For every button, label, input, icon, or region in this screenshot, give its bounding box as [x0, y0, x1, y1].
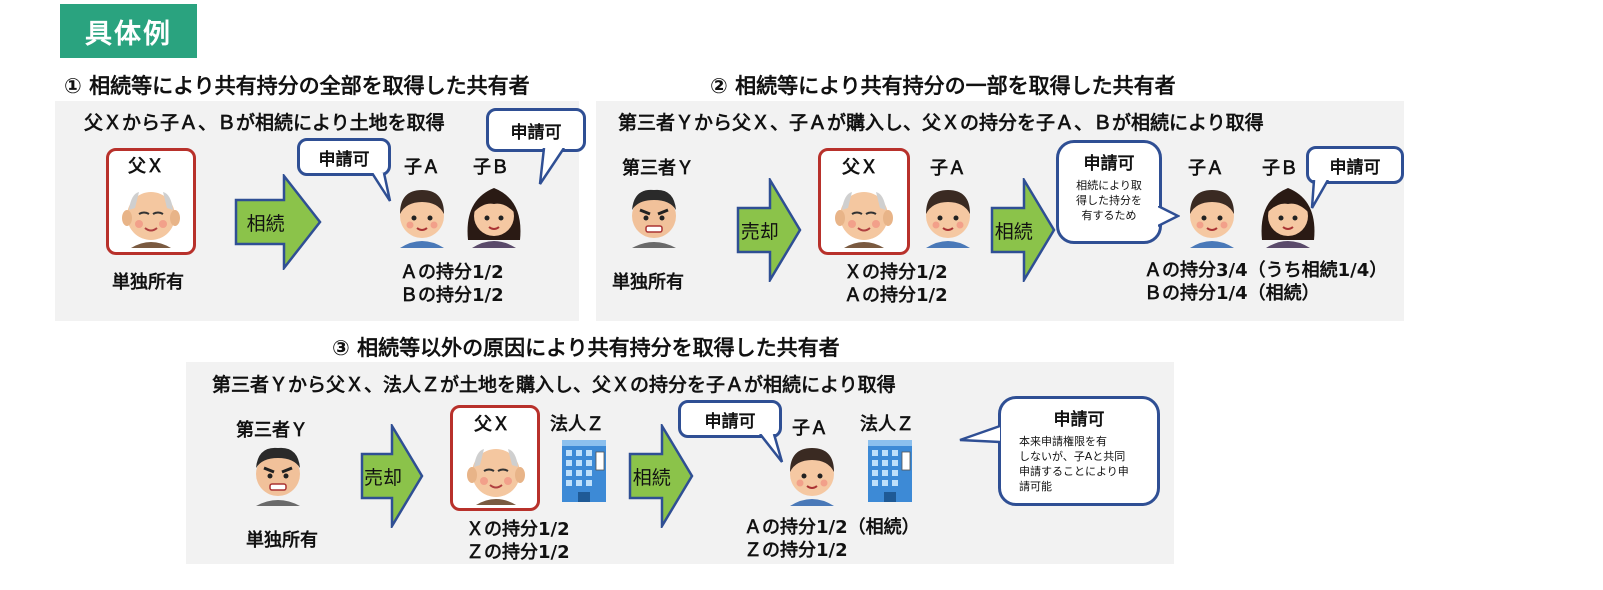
share-a: Ａの持分1/2: [844, 285, 948, 306]
third-party-y-label: 第三者Ｙ: [236, 420, 308, 441]
sale-arrow: 売却: [736, 178, 802, 282]
sole-ownership-note: 単独所有: [112, 272, 184, 293]
child-a-label: 子Ａ: [792, 418, 828, 439]
bubble-tail: [370, 173, 392, 203]
section-2-title: ② 相続等により共有持分の一部を取得した共有者: [710, 74, 1176, 98]
callout-title: 申請可: [1053, 410, 1105, 430]
sale-arrow: 売却: [360, 424, 424, 528]
child-a-label: 子Ａ: [404, 157, 440, 178]
share-a: Ａの持分1/2: [400, 262, 504, 283]
inherit-arrow-label: 相続: [632, 466, 671, 489]
child-a-icon: [1178, 180, 1246, 248]
apply-possible-bubble: 申請可: [486, 108, 586, 152]
share-b: Ｂの持分1/4（相続）: [1144, 283, 1320, 304]
sale-arrow-label: 売却: [740, 220, 779, 243]
old-man-icon: [830, 180, 898, 248]
section-1-title: ① 相続等により共有持分の全部を取得した共有者: [64, 74, 530, 98]
child-a-label: 子Ａ: [930, 158, 966, 179]
man-y-icon: [620, 180, 688, 248]
inherit-arrow: 相続: [628, 424, 694, 528]
share-z: Ｚの持分1/2: [744, 540, 848, 561]
apply-possible-callout: 申請可 相続により取 得した持分を 有するため: [1056, 140, 1162, 244]
share-a: Ａの持分1/2（相続）: [744, 517, 920, 538]
father-x-label: 父Ｘ: [842, 157, 878, 178]
apply-possible-bubble: 申請可: [678, 400, 782, 438]
old-man-icon: [117, 180, 185, 248]
section-header-tag: 具体例: [60, 4, 197, 58]
child-b-label: 子Ｂ: [473, 157, 509, 178]
child-b-label: 子Ｂ: [1262, 158, 1298, 179]
apply-possible-callout: 申請可 本来申請権限を有 しないが、子Aと共同 申請することにより申 請可能: [998, 396, 1160, 506]
inherit-arrow-label: 相続: [246, 212, 285, 235]
sole-ownership-note: 単独所有: [612, 272, 684, 293]
building-icon: [858, 436, 922, 504]
child-b-icon: [460, 180, 528, 248]
inherit-arrow: 相続: [234, 174, 322, 270]
callout-title: 申請可: [1083, 154, 1135, 174]
share-a: Ａの持分3/4（うち相続1/4）: [1144, 260, 1388, 281]
callout-note: 本来申請権限を有 しないが、子Aと共同 申請することにより申 請可能: [1019, 435, 1129, 493]
share-b: Ｂの持分1/2: [400, 285, 504, 306]
share-z: Ｚの持分1/2: [466, 542, 570, 563]
callout-note: 相続により取 得した持分を 有するため: [1076, 179, 1142, 222]
share-x: Ｘの持分1/2: [466, 519, 570, 540]
child-a-icon: [778, 438, 846, 506]
building-icon: [552, 436, 616, 504]
inherit-arrow: 相続: [990, 178, 1056, 282]
corporation-z-label: 法人Ｚ: [860, 414, 914, 435]
father-x-label: 父Ｘ: [128, 156, 164, 177]
child-a-label: 子Ａ: [1188, 158, 1224, 179]
sole-ownership-note: 単独所有: [246, 530, 318, 551]
section-1-description: 父Ｘから子Ａ、Ｂが相続により土地を取得: [84, 112, 445, 134]
apply-possible-bubble: 申請可: [1306, 146, 1404, 184]
corporation-z-label: 法人Ｚ: [550, 414, 604, 435]
apply-possible-bubble: 申請可: [297, 138, 391, 176]
third-party-y-label: 第三者Ｙ: [622, 158, 694, 179]
old-man-icon: [462, 437, 530, 505]
share-x: Ｘの持分1/2: [844, 262, 948, 283]
callout-tail: [1158, 206, 1180, 230]
bubble-tail: [538, 148, 568, 186]
callout-tail: [958, 424, 1002, 448]
sale-arrow-label: 売却: [364, 466, 403, 489]
child-a-icon: [914, 180, 982, 248]
child-a-icon: [388, 180, 456, 248]
section-3-description: 第三者Ｙから父Ｘ、法人Ｚが土地を購入し、父Ｘの持分を子Ａが相続により取得: [212, 374, 896, 396]
bubble-tail: [1310, 180, 1332, 210]
inherit-arrow-label: 相続: [994, 220, 1033, 243]
section-2-description: 第三者Ｙから父Ｘ、子Ａが購入し、父Ｘの持分を子Ａ、Ｂが相続により取得: [618, 112, 1264, 134]
section-3-title: ③ 相続等以外の原因により共有持分を取得した共有者: [332, 336, 840, 360]
father-x-label: 父Ｘ: [474, 414, 510, 435]
man-y-icon: [244, 438, 312, 506]
bubble-tail: [758, 434, 784, 464]
